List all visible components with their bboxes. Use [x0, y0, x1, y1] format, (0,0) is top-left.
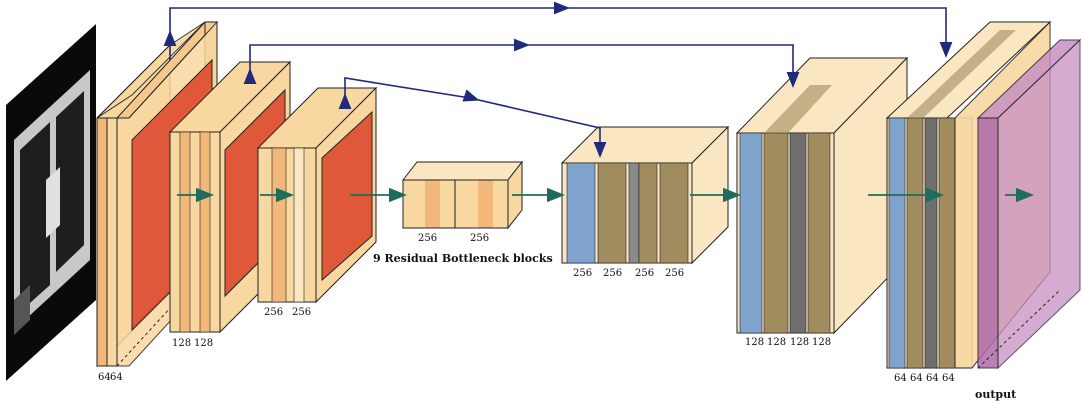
encoder-block-1-label-2: 64 — [110, 372, 123, 383]
bottleneck-label-1: 256 — [418, 233, 437, 244]
decoder-block-3-label-3: 64 — [926, 373, 939, 384]
output-label: output — [975, 388, 1017, 401]
decoder-block-1-label-1: 256 — [573, 268, 592, 279]
decoder-block-3-label-4: 64 — [942, 373, 955, 384]
output-layer — [976, 38, 1082, 370]
decoder-block-2-label-2: 128 — [767, 337, 786, 348]
encoder-block-1-label-1: 64 — [98, 372, 111, 383]
decoder-block-1-label-2: 256 — [603, 268, 622, 279]
encoder-block-3-label-2: 256 — [292, 307, 311, 318]
skip-connection-arrows — [163, 1, 953, 158]
encoder-block-3-label-1: 256 — [264, 307, 283, 318]
decoder-block-3-label-2: 64 — [910, 373, 923, 384]
decoder-block-1-label-4: 256 — [665, 268, 684, 279]
decoder-block-2-label-3: 128 — [790, 337, 809, 348]
decoder-block-3-label-1: 64 — [894, 373, 907, 384]
bottleneck-caption: 9 Residual Bottleneck blocks — [373, 252, 553, 265]
encoder-block-2-label-2: 128 — [194, 338, 213, 349]
encoder-block-3 — [256, 86, 378, 304]
bottleneck-label-2: 256 — [470, 233, 489, 244]
decoder-block-1-label-3: 256 — [635, 268, 654, 279]
ct-scan-image — [6, 24, 96, 381]
decoder-block-2-label-1: 128 — [745, 337, 764, 348]
decoder-block-2-label-4: 128 — [812, 337, 831, 348]
bottleneck-blocks — [401, 160, 524, 230]
encoder-block-2-label-1: 128 — [172, 338, 191, 349]
